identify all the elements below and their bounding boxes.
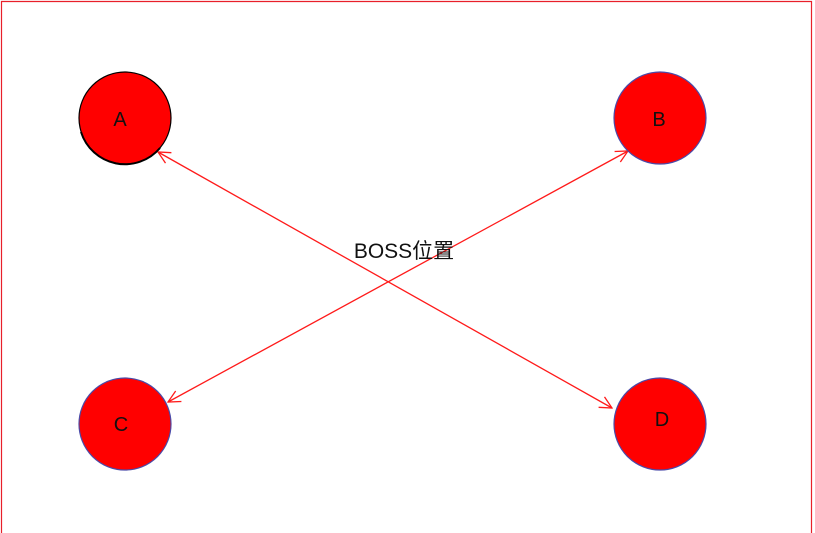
node-a-label: A [113,109,127,131]
node-d-circle [613,377,707,471]
connector-c-b [168,151,628,402]
node-b-label: B [652,109,665,131]
node-c[interactable]: C [78,377,172,471]
node-c-circle [78,377,172,471]
node-b[interactable]: B [613,71,707,165]
boss-position-label: BOSS位置 [354,240,454,263]
node-b-circle [613,71,707,165]
node-d[interactable]: D [613,377,707,471]
node-d-label: D [655,409,669,431]
node-a-shadow [80,131,161,166]
node-c-label: C [114,414,128,436]
node-a[interactable]: A [78,71,172,166]
